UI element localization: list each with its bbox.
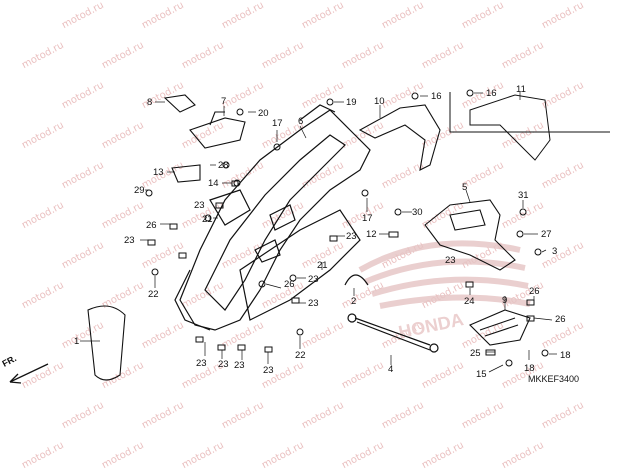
clip-8 bbox=[163, 94, 196, 113]
band-2 bbox=[344, 274, 369, 286]
label-31: 31 bbox=[518, 190, 529, 201]
label-23-g: 23 bbox=[196, 358, 207, 369]
label-14: 14 bbox=[208, 178, 219, 189]
label-26-right: 26 bbox=[555, 314, 566, 325]
fasteners bbox=[145, 89, 549, 367]
label-26-mid: 26 bbox=[284, 279, 295, 290]
label-27: 27 bbox=[541, 229, 552, 240]
bracket-7 bbox=[189, 111, 246, 149]
label-8: 8 bbox=[147, 97, 152, 108]
diagram-code: MKKEF3400 bbox=[528, 374, 580, 384]
label-24: 24 bbox=[464, 296, 475, 307]
label-30: 30 bbox=[412, 207, 423, 218]
label-23-a: 23 bbox=[194, 200, 205, 211]
label-26-left: 26 bbox=[146, 220, 157, 231]
front-arrow bbox=[9, 363, 49, 384]
label-26-top: 26 bbox=[529, 286, 540, 297]
label-22-bottom: 22 bbox=[295, 350, 306, 361]
label-23-i: 23 bbox=[263, 365, 274, 376]
label-17-lower: 17 bbox=[362, 213, 373, 224]
label-7: 7 bbox=[221, 96, 226, 107]
label-23-d: 23 bbox=[445, 255, 456, 266]
label-28: 28 bbox=[218, 160, 229, 171]
label-1: 1 bbox=[74, 336, 79, 347]
label-16-inset: 16 bbox=[486, 88, 497, 99]
label-5: 5 bbox=[462, 182, 467, 193]
tail-cover-10 bbox=[358, 104, 441, 171]
inset-box bbox=[449, 92, 610, 161]
label-23-e: 23 bbox=[308, 298, 319, 309]
callout-labels: 1 2 3 4 5 6 7 8 9 10 11 12 13 14 15 16 1… bbox=[74, 84, 571, 380]
label-9: 9 bbox=[502, 295, 507, 306]
label-20: 20 bbox=[258, 108, 269, 119]
label-6: 6 bbox=[298, 116, 303, 127]
leader-lines bbox=[80, 92, 557, 373]
label-17-upper: 17 bbox=[272, 118, 283, 129]
hugger-1 bbox=[87, 305, 126, 381]
strap-4 bbox=[347, 313, 439, 353]
label-23-b: 23 bbox=[124, 235, 135, 246]
label-4: 4 bbox=[388, 364, 393, 375]
label-3: 3 bbox=[552, 246, 557, 257]
label-25: 25 bbox=[470, 348, 481, 359]
label-22-left: 22 bbox=[148, 289, 159, 300]
label-23-h: 23 bbox=[234, 360, 245, 371]
label-23-j: 23 bbox=[218, 359, 229, 370]
label-19: 19 bbox=[346, 97, 357, 108]
rear-fender-main bbox=[174, 104, 371, 331]
label-13: 13 bbox=[153, 167, 164, 178]
label-15: 15 bbox=[476, 369, 487, 380]
emblem-text: HONDA bbox=[397, 309, 466, 342]
label-11: 11 bbox=[516, 84, 526, 95]
label-29: 29 bbox=[134, 185, 145, 196]
honda-wing-emblem bbox=[358, 240, 531, 309]
label-16-main: 16 bbox=[431, 91, 442, 102]
bracket-13 bbox=[171, 164, 201, 183]
label-23-f: 23 bbox=[308, 274, 319, 285]
label-21-left: 21 bbox=[202, 214, 213, 225]
label-18-lower: 18 bbox=[524, 363, 535, 374]
label-23-c: 23 bbox=[346, 231, 357, 242]
label-10: 10 bbox=[374, 96, 385, 107]
license-bracket-5 bbox=[424, 199, 516, 271]
label-21-right: 21 bbox=[317, 260, 328, 271]
label-18-right: 18 bbox=[560, 350, 571, 361]
label-2: 2 bbox=[351, 296, 356, 307]
reflector-9 bbox=[469, 309, 531, 346]
label-12: 12 bbox=[366, 229, 377, 240]
